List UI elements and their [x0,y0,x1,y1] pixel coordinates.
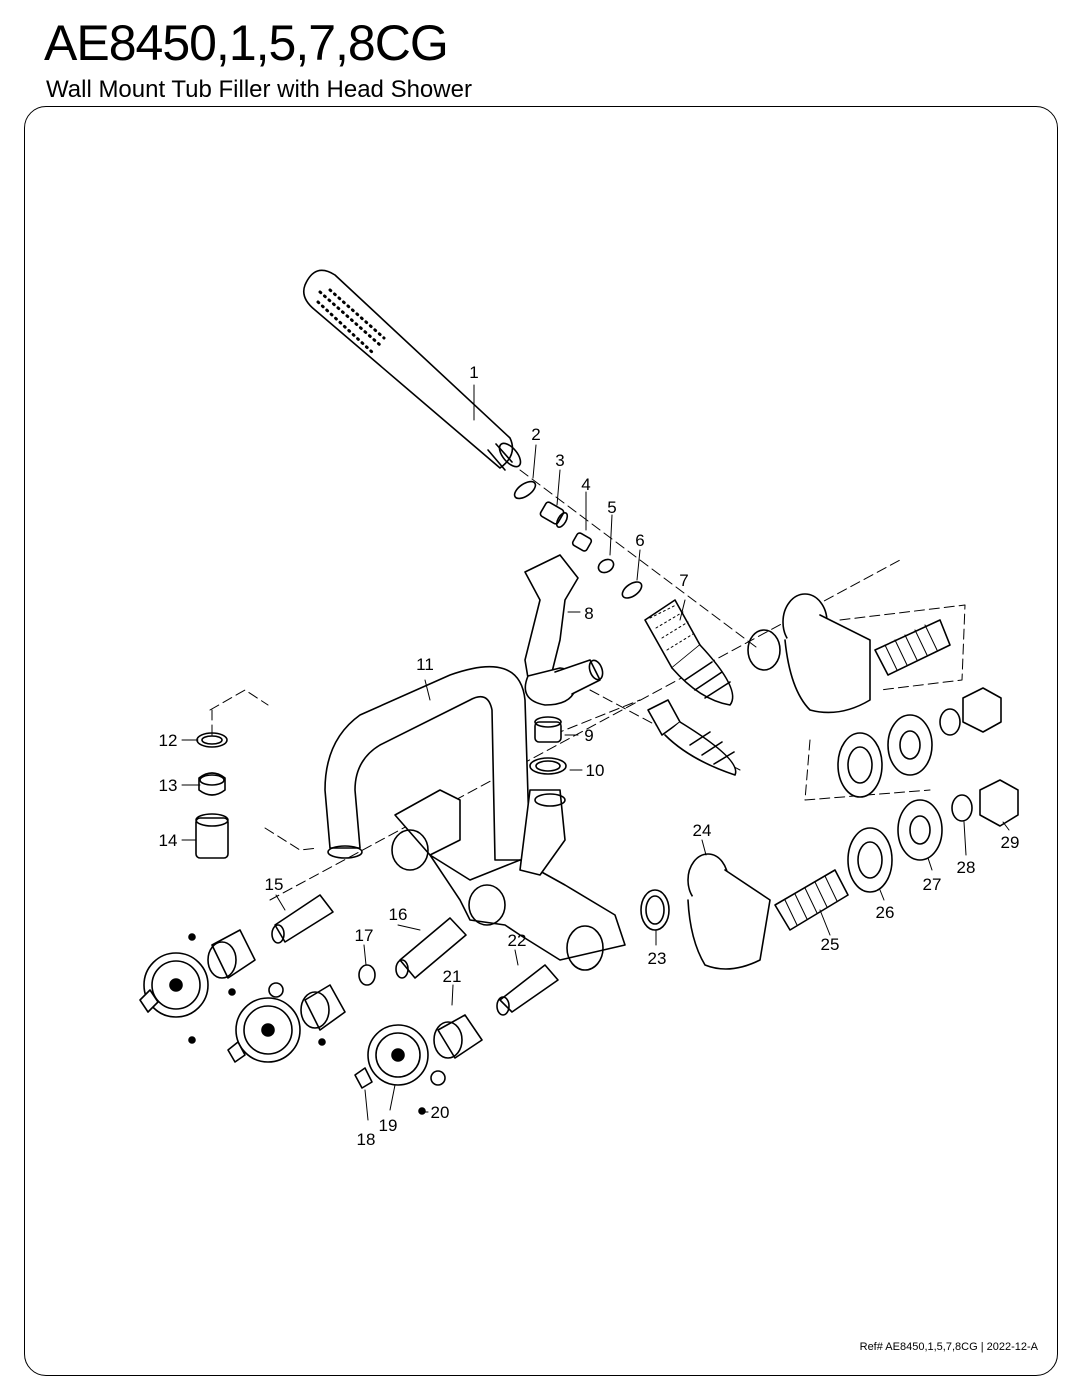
valve-body-part [391,789,626,971]
callout-14: 14 [159,831,178,850]
wall-flange-parts [687,593,871,970]
callout-28: 28 [957,858,976,877]
washer-part [640,889,670,931]
callout-17: 17 [355,926,374,945]
handle-parts [139,933,446,1115]
page-subtitle: Wall Mount Tub Filler with Head Shower [46,76,472,103]
aerator-parts [195,732,229,859]
callout-10: 10 [586,761,605,780]
nipple-adapter-part [534,716,562,743]
spout-part [324,665,531,861]
hose-fitting-part [647,699,737,776]
callout-23: 23 [648,949,667,968]
callout-11: 11 [416,655,434,674]
diagram-frame [24,106,1058,1376]
callout-22: 22 [508,931,527,950]
callout-7: 7 [679,571,688,590]
washer-27-parts [887,714,943,861]
callout-18: 18 [357,1130,376,1149]
callout-13: 13 [159,776,178,795]
bonnet-parts [207,929,483,1059]
callout-9: 9 [584,726,593,745]
hand-shower-part [302,269,522,471]
callout-25: 25 [821,935,840,954]
lock-washer-parts [837,732,893,893]
hand-shower-holder-part [524,554,604,706]
callout-24: 24 [693,821,712,840]
callout-21: 21 [443,967,462,986]
hose-end-part [644,599,734,706]
filter-washer-part [597,558,615,574]
nut-parts [962,687,1019,827]
callout-15: 15 [265,875,284,894]
callout-6: 6 [635,531,644,550]
callout-5: 5 [607,498,616,517]
callout-1: 1 [469,363,478,382]
callout-8: 8 [584,604,593,623]
check-valve-part [571,532,593,552]
callout-19: 19 [379,1116,398,1135]
callout-3: 3 [555,451,564,470]
callout-16: 16 [389,905,408,924]
threaded-nipple-parts [774,619,951,931]
callout-4: 4 [581,475,590,494]
flow-restrictor-part [539,501,569,529]
callout-2: 2 [531,425,540,444]
washer-part [529,757,567,775]
o-ring-part [513,480,537,500]
leader-lines [181,384,1010,1121]
callout-27: 27 [923,875,942,894]
callout-labels: 1 2 3 4 5 6 7 8 9 10 11 12 13 14 15 16 1… [159,363,1020,1149]
reference-number: Ref# AE8450,1,5,7,8CG | 2022-12-A [859,1341,1038,1353]
cartridge-parts [271,894,559,1016]
ferrule-parts [939,708,973,822]
callout-20: 20 [431,1103,450,1122]
callout-26: 26 [876,903,895,922]
washer-part [621,581,643,599]
callout-12: 12 [159,731,178,750]
callout-29: 29 [1001,833,1020,852]
page-title: AE8450,1,5,7,8CG [44,15,449,71]
